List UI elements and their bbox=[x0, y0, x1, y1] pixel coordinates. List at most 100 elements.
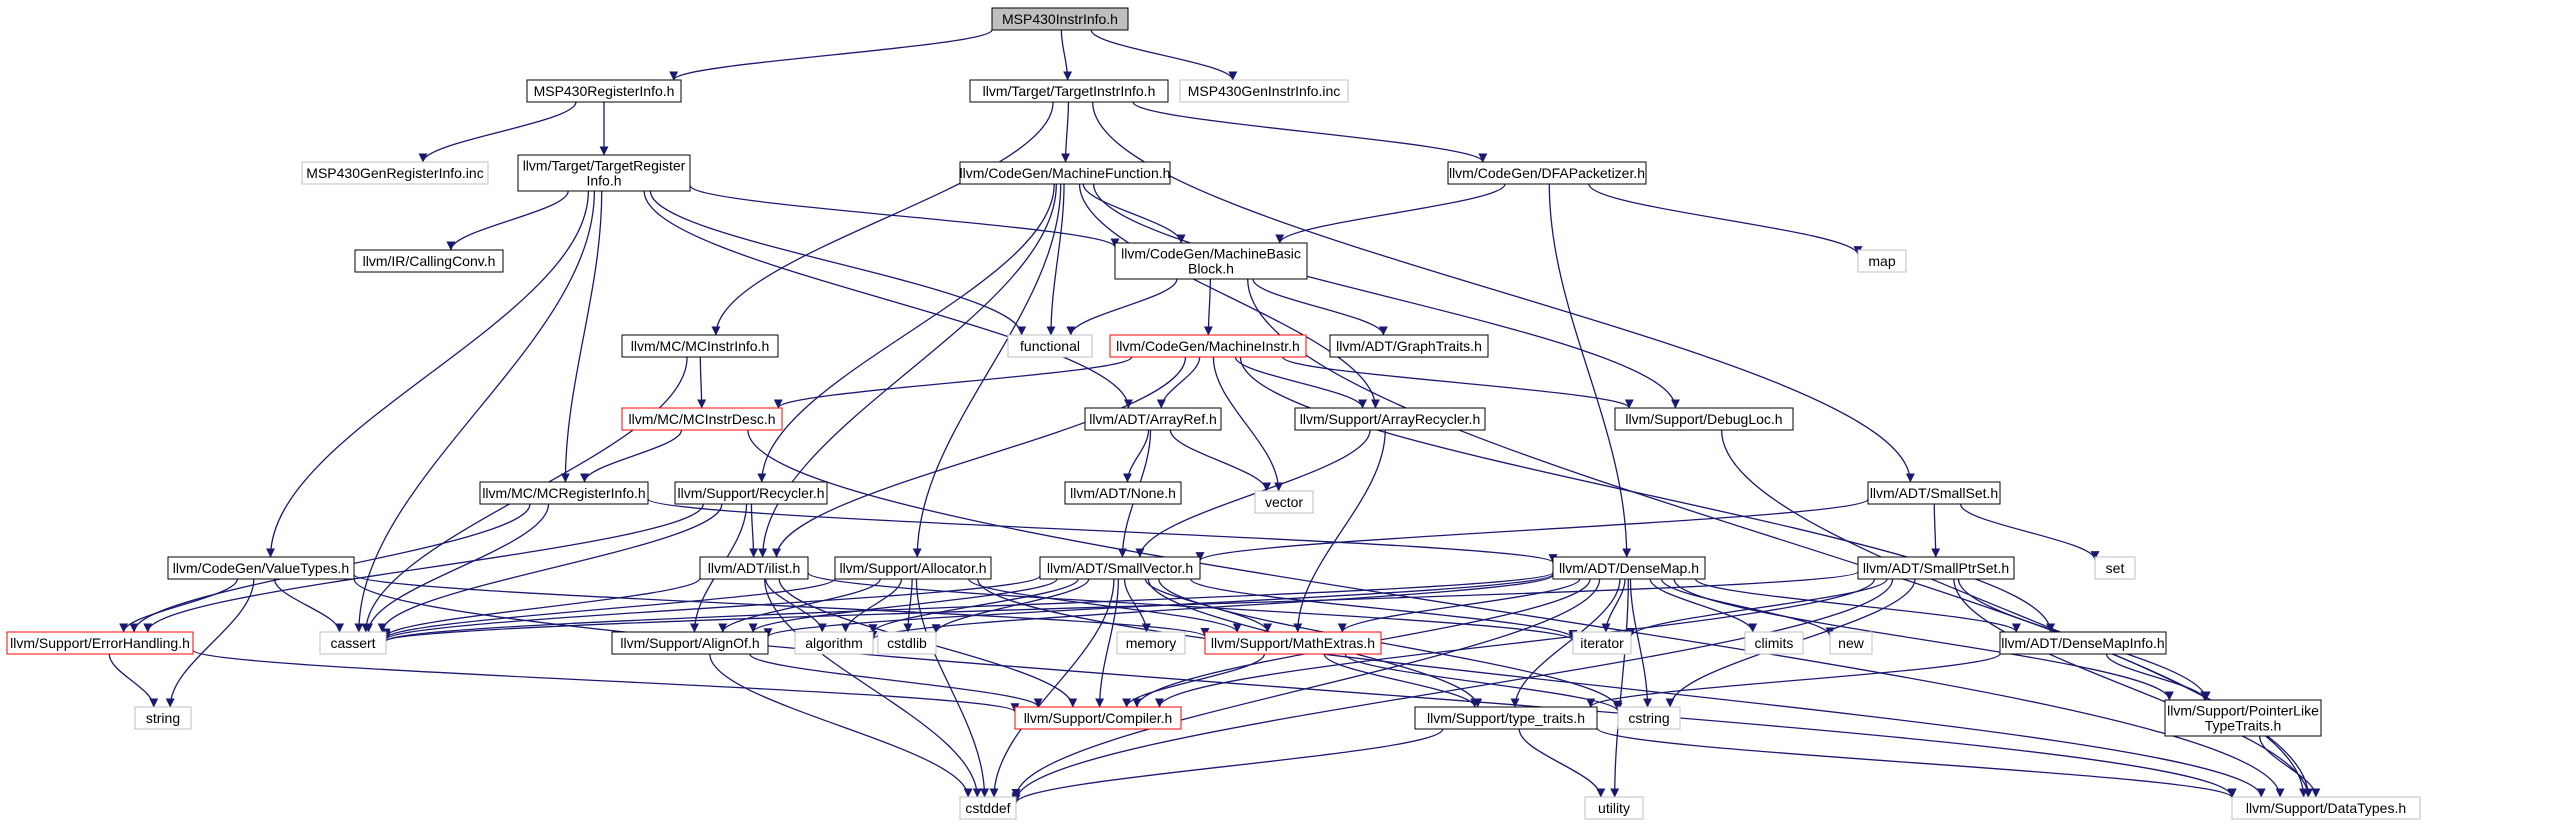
node-mcinstrdesc[interactable]: llvm/MC/MCInstrDesc.h bbox=[621, 407, 783, 431]
node-climits: climits bbox=[1744, 631, 1804, 655]
node-box bbox=[991, 7, 1129, 31]
node-box bbox=[1114, 242, 1308, 280]
node-arrayrecycler[interactable]: llvm/Support/ArrayRecycler.h bbox=[1294, 407, 1486, 431]
node-smallvector[interactable]: llvm/ADT/SmallVector.h bbox=[1039, 556, 1201, 580]
node-algorithm: algorithm bbox=[794, 631, 874, 655]
node-allocator[interactable]: llvm/Support/Allocator.h bbox=[834, 556, 992, 580]
node-utility: utility bbox=[1584, 796, 1644, 820]
node-densemap[interactable]: llvm/ADT/DenseMap.h bbox=[1552, 556, 1706, 580]
edge-densemap-to-climits bbox=[1649, 578, 1758, 633]
node-box bbox=[1179, 79, 1349, 103]
node-target_instr[interactable]: llvm/Target/TargetInstrInfo.h bbox=[969, 79, 1169, 103]
node-smallptrset[interactable]: llvm/ADT/SmallPtrSet.h bbox=[1857, 556, 2015, 580]
node-box bbox=[621, 407, 783, 431]
node-label: llvm/ADT/GraphTraits.h bbox=[1336, 338, 1482, 354]
node-msp_reginfo[interactable]: MSP430RegisterInfo.h bbox=[526, 79, 682, 103]
node-densemapinfo[interactable]: llvm/ADT/DenseMapInfo.h bbox=[1999, 631, 2167, 655]
edge-smallvector-to-cassert bbox=[381, 575, 1041, 641]
node-arrayref[interactable]: llvm/ADT/ArrayRef.h bbox=[1084, 407, 1222, 431]
node-functional: functional bbox=[1007, 334, 1093, 358]
node-label: set bbox=[2106, 560, 2125, 576]
edge-arrayref-to-nonedh bbox=[1122, 429, 1150, 483]
node-compiler[interactable]: llvm/Support/Compiler.h bbox=[1014, 706, 1182, 730]
edge-valuetypes-to-cassert bbox=[273, 578, 344, 633]
node-nonedh[interactable]: llvm/ADT/None.h bbox=[1064, 481, 1182, 505]
node-mach_func[interactable]: llvm/CodeGen/MachineFunction.h bbox=[959, 161, 1171, 185]
node-box bbox=[1294, 407, 1486, 431]
node-label: algorithm bbox=[805, 635, 863, 651]
edge-msp_reginfo-to-msp_genreg bbox=[418, 101, 577, 163]
node-label: MSP430GenRegisterInfo.inc bbox=[306, 165, 483, 181]
node-debugloc[interactable]: llvm/Support/DebugLoc.h bbox=[1614, 407, 1794, 431]
edge-dfa-to-map bbox=[1588, 183, 1863, 256]
node-box bbox=[1254, 490, 1314, 514]
node-ilist[interactable]: llvm/ADT/ilist.h bbox=[699, 556, 809, 580]
edge-mach_func-to-debugloc bbox=[1092, 183, 1680, 409]
node-mathextras[interactable]: llvm/Support/MathExtras.h bbox=[1204, 631, 1382, 655]
node-smallset[interactable]: llvm/ADT/SmallSet.h bbox=[1867, 481, 2001, 505]
node-calling[interactable]: llvm/IR/CallingConv.h bbox=[354, 249, 504, 273]
node-errorhandling[interactable]: llvm/Support/ErrorHandling.h bbox=[6, 631, 194, 655]
edge-smallptrset-to-cstddef bbox=[1011, 578, 1894, 802]
node-msp_geninstr: MSP430GenInstrInfo.inc bbox=[1179, 79, 1349, 103]
edge-densemapinfo-to-typetraits bbox=[1586, 653, 2001, 708]
node-box bbox=[1857, 249, 1907, 273]
node-box bbox=[1999, 631, 2167, 655]
edge-recycler-to-cassert bbox=[377, 503, 723, 633]
edge-densemap-to-utility bbox=[1610, 578, 1629, 798]
node-box bbox=[134, 706, 192, 730]
node-box bbox=[877, 631, 937, 655]
node-dfa[interactable]: llvm/CodeGen/DFAPacketizer.h bbox=[1447, 161, 1647, 185]
node-box bbox=[1857, 556, 2015, 580]
node-label: llvm/IR/CallingConv.h bbox=[363, 253, 496, 269]
node-alignof[interactable]: llvm/Support/AlignOf.h bbox=[611, 631, 769, 655]
edge-mach_func-to-functional bbox=[1046, 183, 1065, 336]
edge-mathextras-to-compiler bbox=[1122, 653, 1266, 708]
node-mcinstrinfo[interactable]: llvm/MC/MCInstrInfo.h bbox=[621, 334, 779, 358]
edge-alignof-to-cstddef bbox=[709, 653, 973, 798]
node-box bbox=[611, 631, 769, 655]
edge-valuetypes-to-datatypes bbox=[353, 578, 2237, 798]
node-label: llvm/Support/Compiler.h bbox=[1024, 710, 1173, 726]
node-box bbox=[794, 631, 874, 655]
node-box bbox=[1447, 161, 1647, 185]
node-label: map bbox=[1868, 253, 1895, 269]
node-label: llvm/Support/DataTypes.h bbox=[2246, 800, 2406, 816]
node-label: llvm/ADT/ArrayRef.h bbox=[1089, 411, 1217, 427]
node-label: vector bbox=[1265, 494, 1303, 510]
node-box bbox=[517, 154, 691, 192]
node-graphtraits[interactable]: llvm/ADT/GraphTraits.h bbox=[1329, 334, 1489, 358]
edge-recycler-to-errorhandling bbox=[143, 503, 704, 633]
node-valuetypes[interactable]: llvm/CodeGen/ValueTypes.h bbox=[167, 556, 355, 580]
edge-machinstr-to-ilist bbox=[772, 356, 1187, 558]
edge-target_reg-to-valuetypes bbox=[266, 190, 590, 558]
node-box bbox=[2094, 556, 2136, 580]
node-newh: new bbox=[1829, 631, 1873, 655]
node-machinstr[interactable]: llvm/CodeGen/MachineInstr.h bbox=[1109, 334, 1307, 358]
edge-mach_func-to-mbb bbox=[1082, 183, 1186, 244]
edge-debugloc-to-datatypes bbox=[1720, 429, 2313, 798]
node-box bbox=[1116, 631, 1186, 655]
edge-root-to-msp_reginfo bbox=[669, 29, 993, 81]
node-box bbox=[479, 481, 649, 505]
node-box bbox=[1329, 334, 1489, 358]
edge-densemap-to-cstddef bbox=[1011, 578, 1601, 798]
node-label: llvm/Support/DebugLoc.h bbox=[1625, 411, 1782, 427]
node-label: MSP430RegisterInfo.h bbox=[534, 83, 675, 99]
node-box bbox=[699, 556, 809, 580]
edge-valuetypes-to-errorhandling bbox=[119, 578, 239, 633]
node-label: cstddef bbox=[965, 800, 1010, 816]
node-label: llvm/ADT/SmallPtrSet.h bbox=[1863, 560, 2009, 576]
node-box bbox=[959, 796, 1017, 820]
node-recycler[interactable]: llvm/Support/Recycler.h bbox=[674, 481, 828, 505]
node-label: llvm/MC/MCRegisterInfo.h bbox=[482, 485, 645, 501]
edge-machinstr-to-densemapinfo bbox=[1239, 356, 2056, 633]
node-typetraits[interactable]: llvm/Support/type_traits.h bbox=[1414, 706, 1598, 730]
edge-smallset-to-set bbox=[1959, 503, 2100, 561]
node-mcreginfo[interactable]: llvm/MC/MCRegisterInfo.h bbox=[479, 481, 649, 505]
edge-machinstr-to-debugloc bbox=[1282, 356, 1634, 409]
edge-target_instr-to-mcinstrinfo bbox=[711, 101, 1054, 336]
